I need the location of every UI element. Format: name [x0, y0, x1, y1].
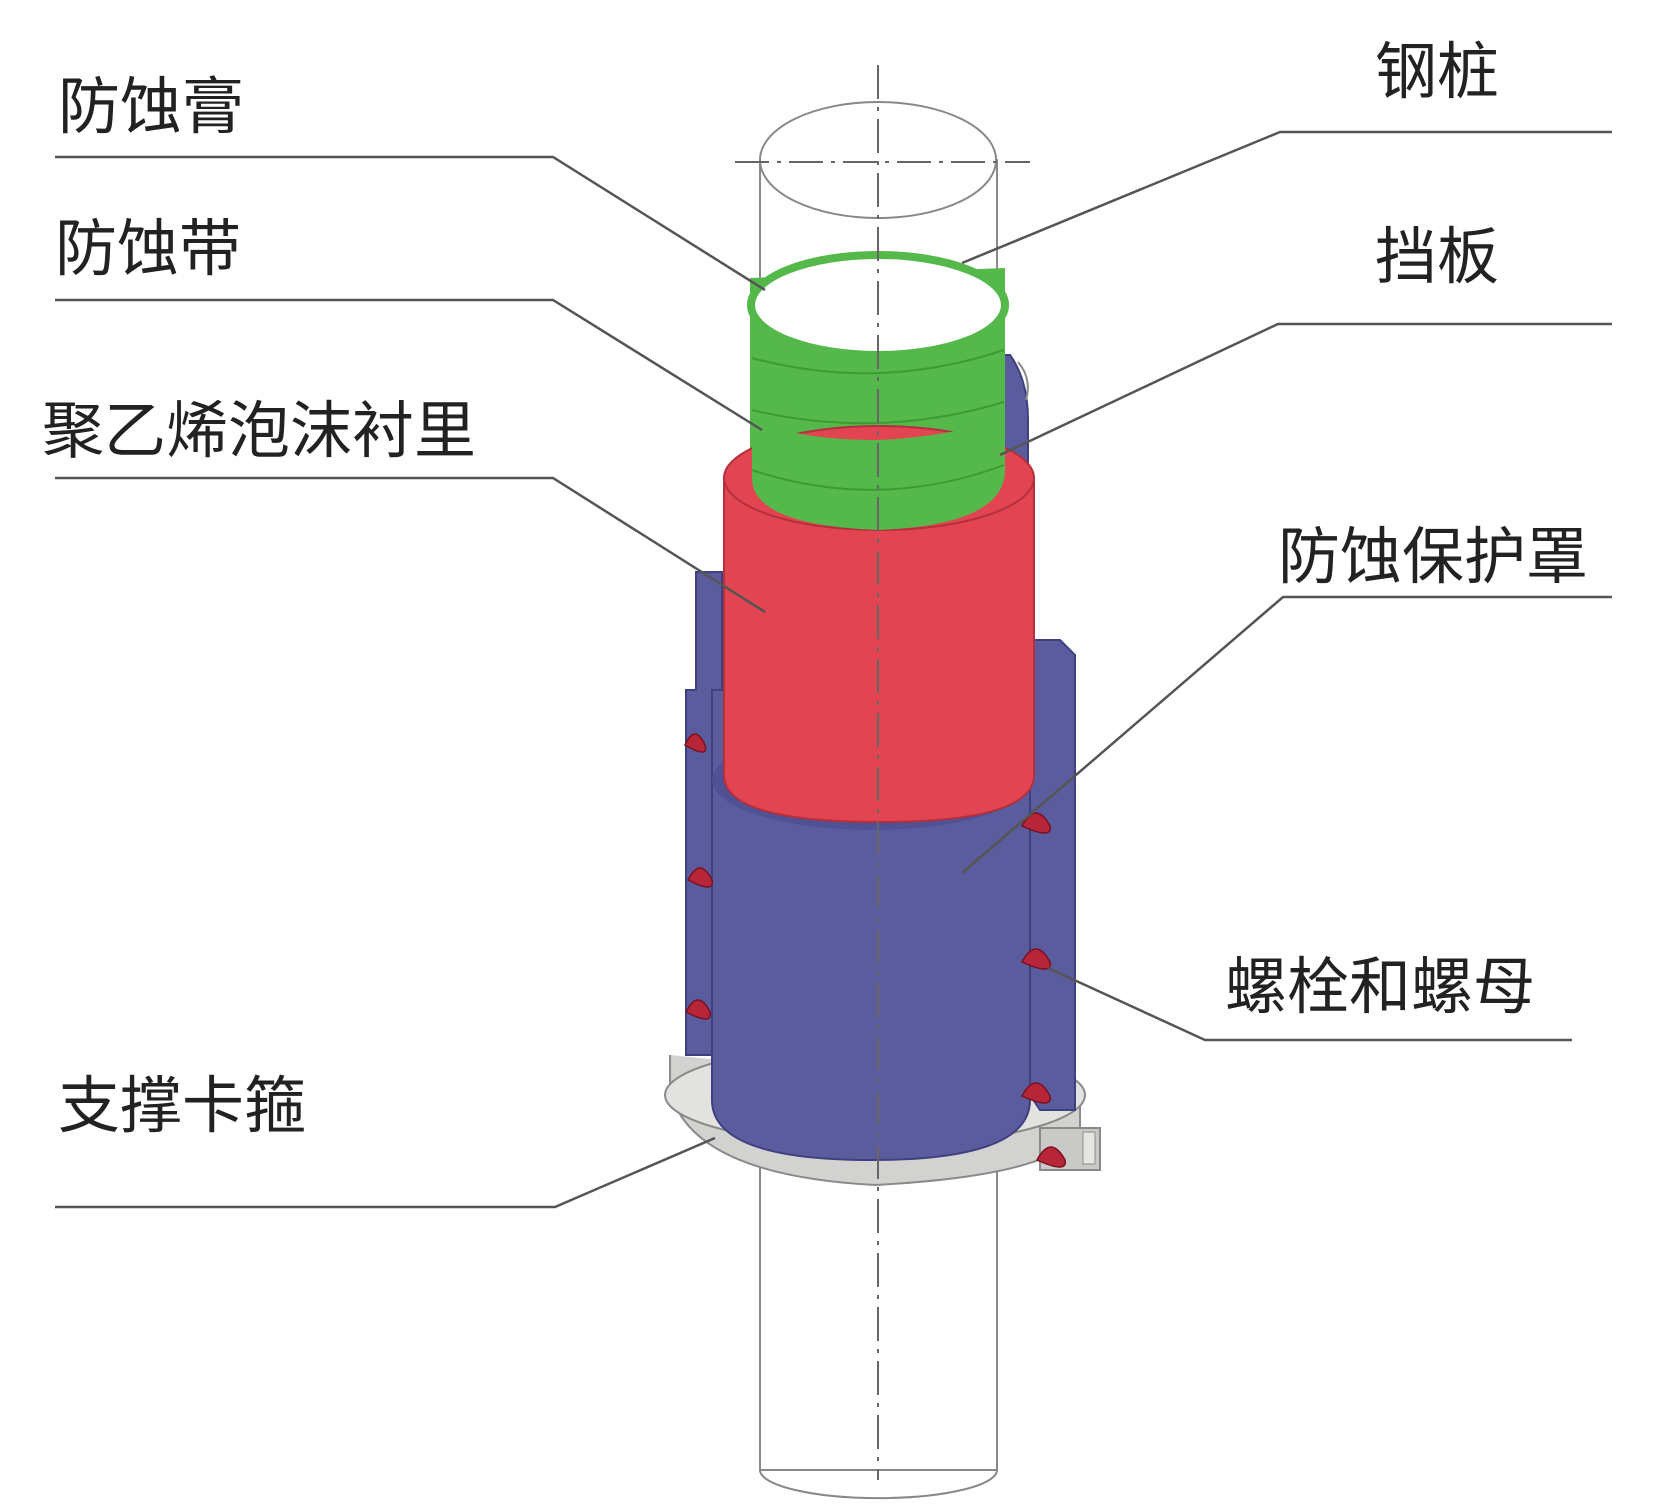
label-baffle: 挡板: [1375, 220, 1499, 293]
leader-support-clamp: [55, 1136, 716, 1209]
label-protective-cover: 防蚀保护罩: [1278, 520, 1588, 593]
bolts-and-nuts: [684, 733, 1066, 1168]
labels: 防蚀膏 防蚀带 聚乙烯泡沫衬里 支撑卡箍 钢桩 挡板 防蚀保护罩 螺栓和螺母: [42, 35, 1588, 1142]
leader-protective-cover: [961, 595, 1612, 874]
leader-anticorrosion-paste: [55, 155, 766, 292]
leader-pe-foam-lining: [55, 476, 766, 614]
label-pe-foam-lining: 聚乙烯泡沫衬里: [42, 394, 476, 467]
label-bolts-nuts: 螺栓和螺母: [1225, 950, 1535, 1023]
leader-steel-pile: [961, 130, 1612, 265]
leader-lines: [55, 130, 1612, 1209]
label-support-clamp: 支撑卡箍: [58, 1069, 306, 1142]
label-anticorrosion-paste: 防蚀膏: [58, 70, 244, 143]
centerlines: [735, 65, 1030, 1480]
leader-baffle: [999, 322, 1612, 457]
label-anticorrosion-tape: 防蚀带: [55, 212, 241, 285]
label-steel-pile: 钢桩: [1375, 35, 1499, 108]
leader-bolts-nuts: [1047, 966, 1572, 1042]
leader-anticorrosion-tape: [55, 298, 763, 432]
